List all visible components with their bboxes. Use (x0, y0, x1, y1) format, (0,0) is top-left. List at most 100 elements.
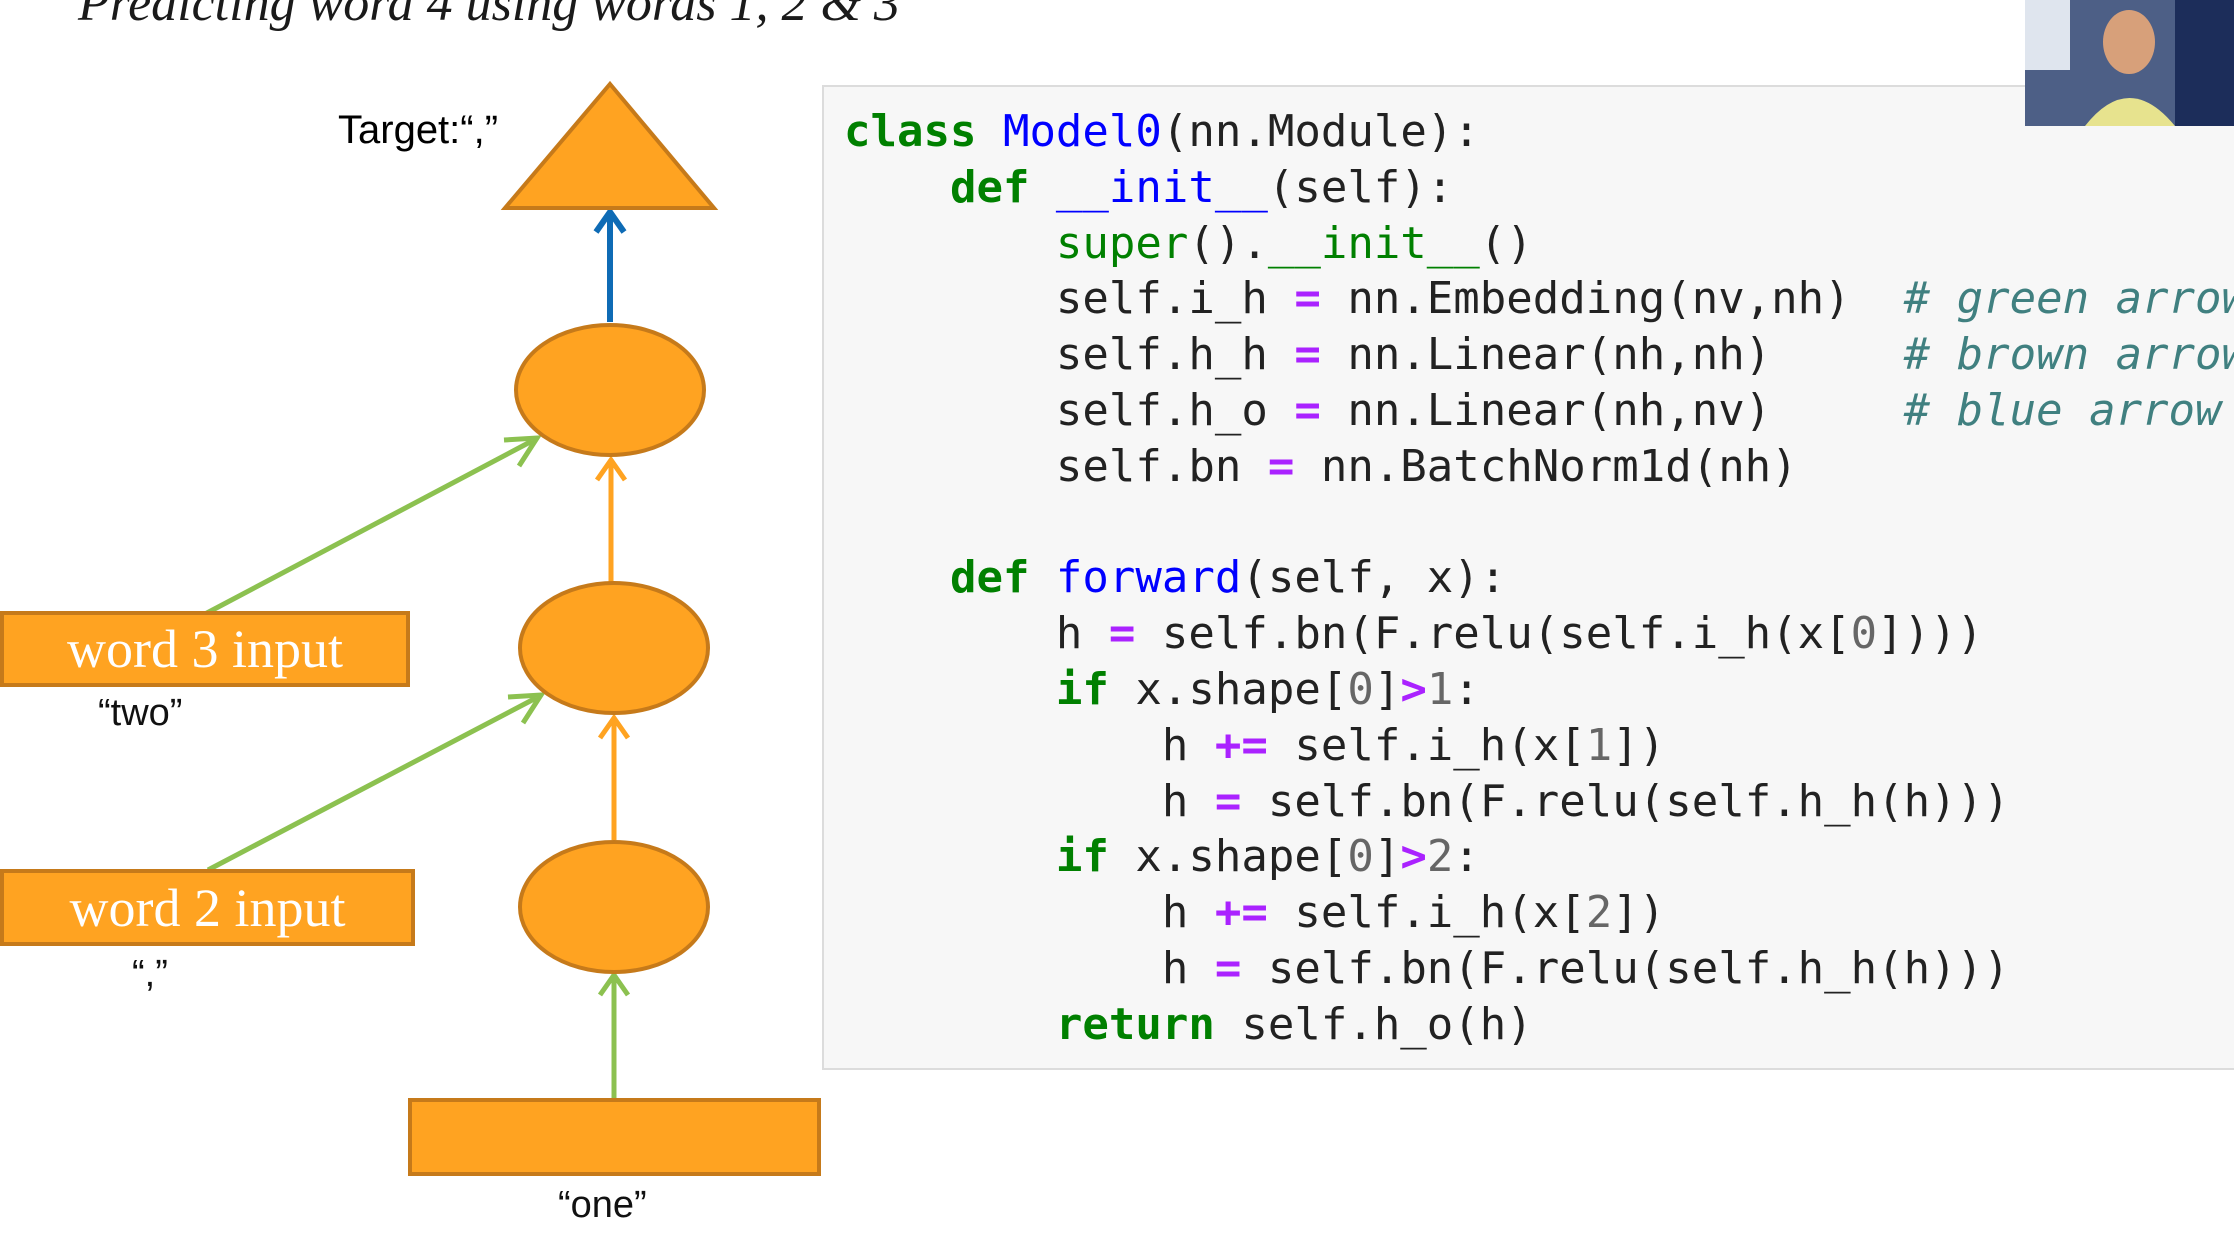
word2-input-label: word 2 input (69, 877, 346, 938)
code-token: __init__ (1267, 217, 1480, 269)
code-line: h = self.bn(F.relu(self.i_h(x[0]))) (844, 606, 2234, 662)
code-token: Model0 (1002, 106, 1162, 157)
code-line: h += self.i_h(x[2]) (844, 885, 2234, 941)
code-token: ]) (1612, 719, 1666, 771)
code-line: self.h_o = nn.Linear(nh,nv) # blue arrow (844, 383, 2234, 439)
code-token: nn.Embedding(nv,nh) (1320, 273, 1904, 325)
code-token: : (1453, 663, 1480, 715)
green-arrow-word3 (203, 435, 542, 617)
code-line: super().__init__() (844, 216, 2234, 272)
code-token: self.h_o (844, 384, 1295, 436)
code-token: # blue arrow (1903, 384, 2222, 436)
code-token: h (844, 775, 1215, 827)
code-line: h += self.i_h(x[1]) (844, 718, 2234, 774)
code-panel (822, 85, 2234, 1070)
slide-title: Predicting word 4 using words 1, 2 & 3 (78, 0, 900, 32)
code-token: x.shape[ (1108, 663, 1348, 715)
code-token: += (1214, 719, 1268, 771)
word1-caption: “one” (558, 1184, 647, 1226)
code-token: : (1453, 831, 1480, 883)
code-token: return (1055, 998, 1215, 1050)
hidden-node-1 (518, 840, 710, 974)
code-token: if (1055, 663, 1109, 715)
code-line: self.i_h = nn.Embedding(nv,nh) # green a… (844, 271, 2234, 327)
code-token: ]) (1612, 887, 1666, 939)
code-token: forward (1055, 552, 1242, 604)
word3-input-label: word 3 input (67, 619, 343, 679)
code-token: = (1214, 942, 1242, 994)
word2-caption: “,” (132, 953, 168, 995)
code-token: self.bn(F.relu(self.h_h(h))) (1241, 775, 2010, 827)
code-token: ] (1373, 831, 1401, 883)
code-token: = (1294, 384, 1321, 436)
target-label: Target:“,” (338, 108, 499, 152)
orange-arrow-lower (597, 713, 631, 840)
word3-caption: “two” (98, 692, 183, 734)
code-token: 1 (1426, 663, 1454, 715)
code-token: self.i_h (844, 273, 1295, 325)
word2-input-box (0, 869, 415, 946)
code-token: self.h_o(h) (1214, 998, 1533, 1050)
code-token: 1 (1585, 719, 1613, 771)
code-token: # brown arrow (1903, 329, 2234, 381)
code-token: () (1479, 217, 1533, 269)
code-line: h = self.bn(F.relu(self.h_h(h))) (844, 774, 2234, 830)
code-token: h (844, 942, 1215, 994)
blue-arrow-output (593, 206, 627, 322)
code-token: = (1214, 775, 1242, 827)
code-token: self.bn(F.relu(self.i_h(x[ (1135, 608, 1851, 660)
code-token: self.i_h(x[ (1267, 887, 1586, 939)
code-token: = (1294, 329, 1321, 381)
code-token: (self): (1267, 161, 1454, 213)
code-token: def (844, 552, 1056, 604)
code-line: def __init__(self): (844, 160, 2234, 216)
code-token: > (1400, 663, 1427, 715)
code-token: __init__ (1055, 161, 1268, 213)
code-line: if x.shape[0]>2: (844, 829, 2234, 885)
code-token: = (1294, 273, 1321, 325)
code-token: nn.BatchNorm1d(nh) (1294, 440, 1798, 492)
code-token: (). (1188, 217, 1268, 269)
code-token: = (1267, 440, 1295, 492)
code-token: self.i_h(x[ (1267, 719, 1586, 771)
output-triangle (500, 80, 719, 210)
code-token: class (844, 106, 1003, 157)
code-token: def (844, 161, 1056, 213)
code-token: 2 (1585, 887, 1613, 939)
code-token: (nn.Module): (1161, 106, 1480, 157)
orange-arrow-upper (594, 455, 628, 582)
code-token: h (844, 608, 1109, 660)
code-block: class Model0(nn.Module): def __init__(se… (844, 104, 2234, 1053)
code-token: 0 (1347, 831, 1374, 883)
hidden-node-2 (518, 581, 710, 715)
code-token (844, 218, 1056, 269)
green-arrow-word1 (597, 970, 631, 1100)
code-token: if (1055, 831, 1109, 883)
code-token: super (1055, 217, 1189, 269)
code-token: self.bn(F.relu(self.h_h(h))) (1241, 942, 2010, 994)
code-line: return self.h_o(h) (844, 997, 2234, 1053)
code-token: x.shape[ (1108, 831, 1348, 883)
code-token: += (1214, 887, 1268, 939)
code-line: class Model0(nn.Module): (844, 104, 2234, 160)
code-token (844, 664, 1056, 715)
code-token: 0 (1347, 663, 1374, 715)
code-token: h (844, 887, 1215, 939)
code-token: (self, x): (1241, 552, 1507, 604)
code-line (844, 495, 2234, 551)
code-token: self.h_h (844, 329, 1295, 381)
code-token: nn.Linear(nh,nv) (1320, 384, 1904, 436)
code-token (844, 831, 1056, 882)
code-token: h (844, 719, 1215, 771)
code-token: self.bn (844, 440, 1268, 492)
code-token: # green arrow (1903, 273, 2234, 325)
code-line: self.h_h = nn.Linear(nh,nh) # brown arro… (844, 327, 2234, 383)
word3-input-box (0, 611, 410, 687)
presenter-webcam (2025, 0, 2234, 126)
code-token (844, 999, 1056, 1050)
word1-input-box (408, 1098, 821, 1176)
code-token: > (1400, 831, 1427, 883)
code-token: 2 (1426, 831, 1454, 883)
code-line: self.bn = nn.BatchNorm1d(nh) (844, 439, 2234, 495)
